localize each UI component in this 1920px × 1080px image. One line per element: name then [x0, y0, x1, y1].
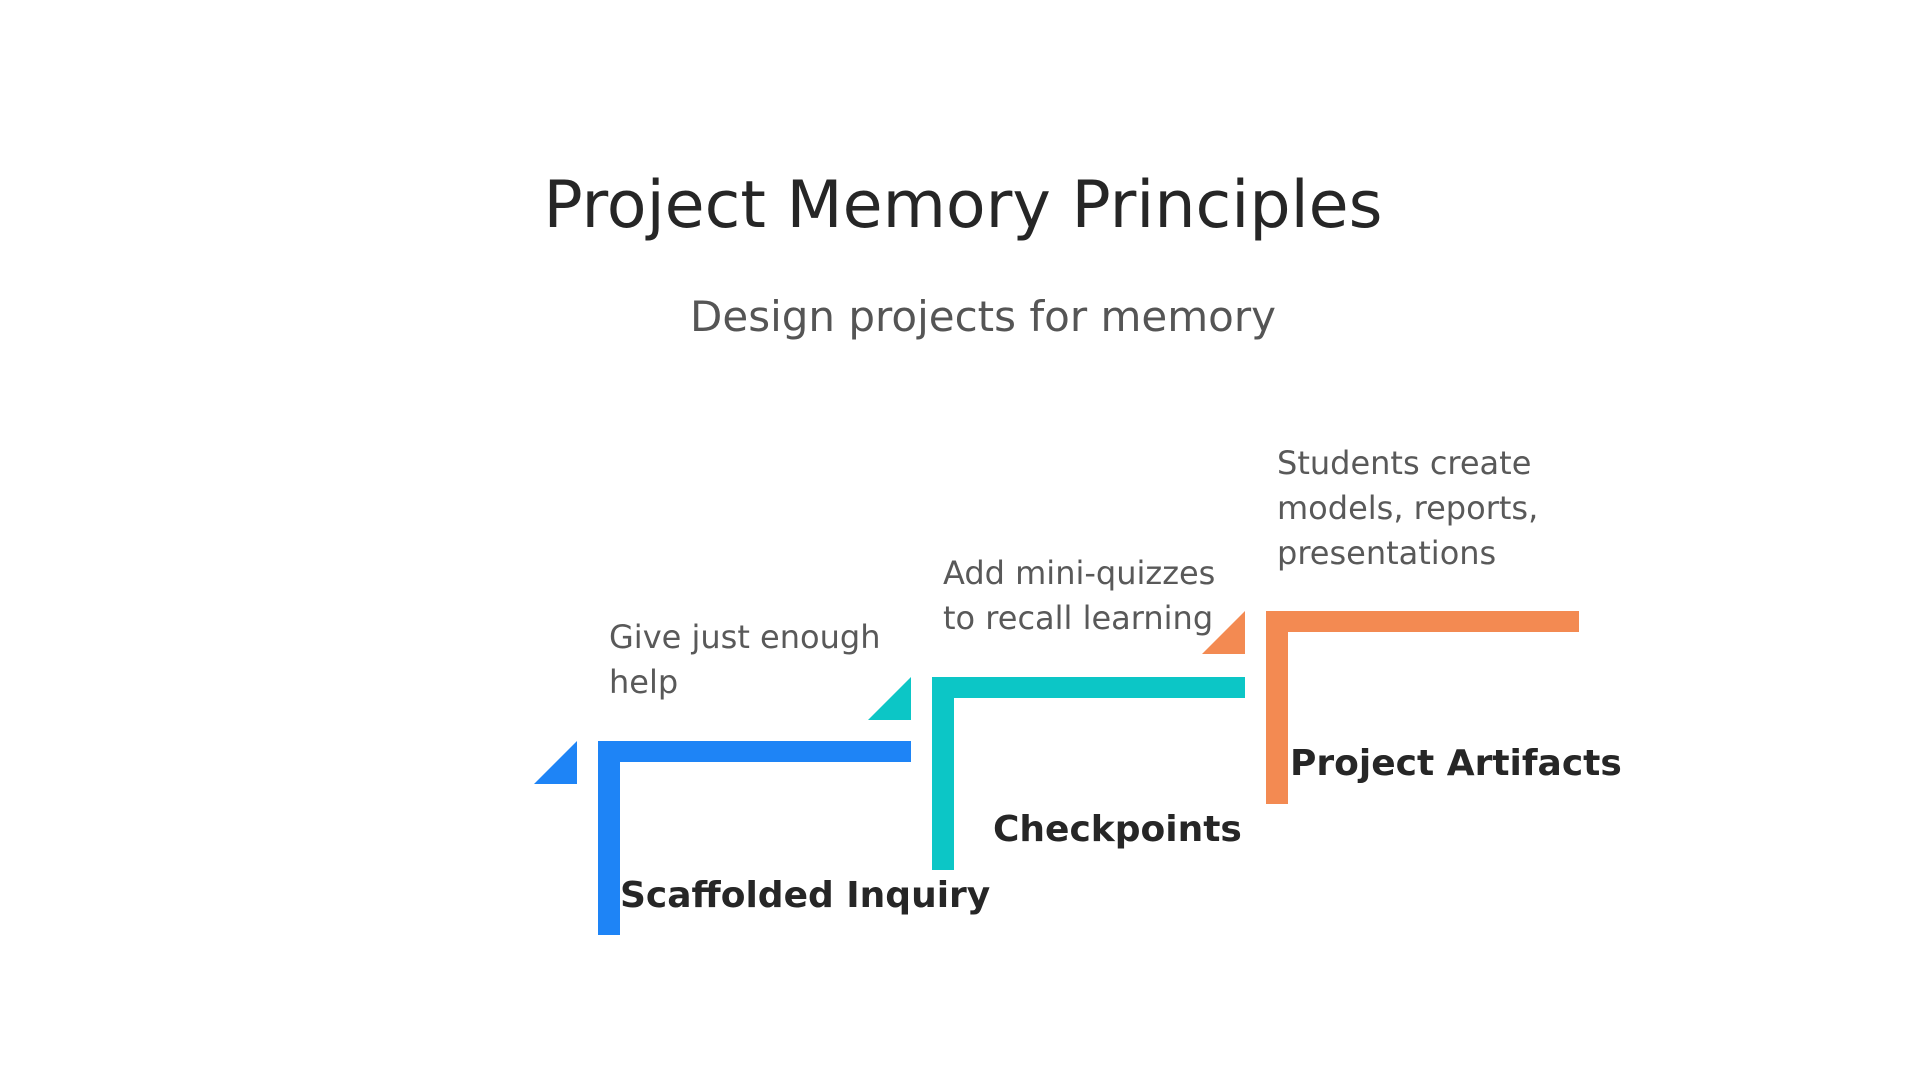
step-bar-horizontal-3: [1266, 611, 1579, 632]
step-description-2: Add mini-quizzes to recall learning: [943, 554, 1216, 637]
step-label-1: Scaffolded Inquiry: [620, 875, 991, 916]
step-description-3: Students create models, reports, present…: [1277, 444, 1539, 572]
step-bar-vertical-1: [598, 741, 620, 935]
step-corner-marker-3: [1202, 611, 1245, 654]
step-bar-vertical-2: [932, 677, 954, 870]
page-subtitle: Design projects for memory: [690, 292, 1276, 341]
step-corner-marker-2: [868, 677, 911, 720]
step-bar-horizontal-1: [598, 741, 911, 762]
step-label-2: Checkpoints: [993, 809, 1242, 850]
step-bar-horizontal-2: [932, 677, 1245, 698]
step-corner-marker-1: [534, 741, 577, 784]
step-label-3: Project Artifacts: [1290, 743, 1622, 784]
step-bar-vertical-3: [1266, 611, 1288, 804]
step-description-1: Give just enough help: [609, 618, 881, 701]
page-title: Project Memory Principles: [543, 168, 1383, 243]
